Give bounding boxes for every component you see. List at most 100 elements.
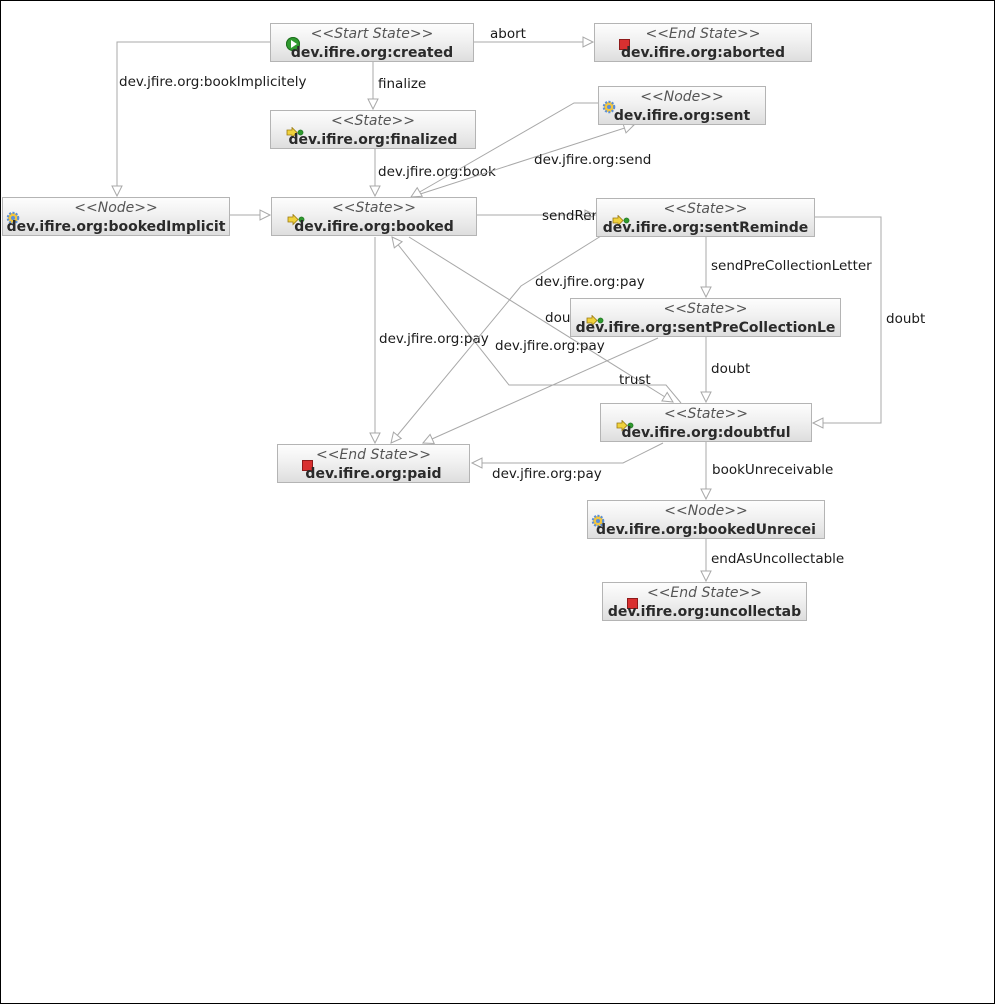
node-aborted[interactable]: <<End State>> dev.ifire.org:aborted: [594, 23, 812, 62]
arrowhead: [584, 209, 597, 221]
transition-sentToBooked[interactable]: [410, 102, 599, 198]
node-uncollectable[interactable]: <<End State>> dev.ifire.org:uncollectab: [602, 582, 807, 621]
node-bookedUnreceivable[interactable]: <<Node>> dev.ifire.org:bookedUnrecei: [587, 500, 825, 539]
start-state-icon: [286, 37, 300, 51]
transition-label[interactable]: dev.jfire.org:pay: [492, 466, 602, 482]
node-finalized[interactable]: <<State>> dev.ifire.org:finalized: [270, 110, 476, 149]
transition-book[interactable]: [369, 149, 381, 198]
transition-label[interactable]: finalize: [378, 76, 426, 92]
arrowhead: [700, 286, 712, 299]
node-name: dev.ifire.org:aborted: [620, 45, 786, 61]
arrowhead: [369, 432, 381, 445]
arrowhead: [470, 457, 483, 469]
arrowhead: [811, 417, 824, 429]
node-stereotype: <<End State>>: [646, 585, 763, 601]
transition-line[interactable]: [472, 442, 664, 464]
arrowhead: [369, 185, 381, 198]
end-state-icon: [620, 40, 629, 49]
arrowhead: [410, 186, 424, 198]
end-state-icon: [628, 599, 637, 608]
node-name: dev.ifire.org:sent: [613, 108, 751, 124]
node-paid[interactable]: <<End State>>dev.ifire.org:paid: [277, 444, 470, 483]
transition-line[interactable]: [410, 102, 599, 198]
node-name: dev.ifire.org:doubtful: [621, 425, 791, 441]
node-sent[interactable]: <<Node>>dev.ifire.org:sent: [598, 86, 766, 125]
node-bookedImplicit[interactable]: <<Node>>dev.ifire.org:bookedImplicit: [2, 197, 230, 236]
transition-line[interactable]: [116, 41, 270, 196]
transition-payFromReminder[interactable]: [390, 235, 602, 444]
node-name: dev.ifire.org:bookedUnrecei: [596, 522, 816, 538]
node-created[interactable]: <<Start State>> dev.ifire.org:created: [270, 23, 474, 62]
transition-line[interactable]: [410, 124, 635, 198]
node-name: dev.ifire.org:finalized: [288, 132, 458, 148]
transition-sendReminder[interactable]: [477, 209, 597, 221]
transition-implicitToBooked[interactable]: [230, 209, 272, 221]
node-name: dev.ifire.org:booked: [294, 219, 454, 235]
transition-finalize[interactable]: [367, 62, 379, 111]
transition-line[interactable]: [408, 236, 674, 403]
arrowhead: [367, 98, 379, 111]
arrowhead: [111, 185, 123, 198]
transition-payFromPreCollection[interactable]: [421, 337, 659, 445]
transition-label[interactable]: sendPreCollectionLetter: [711, 258, 872, 274]
arrowhead: [661, 391, 674, 403]
transition-payFromBooked[interactable]: [369, 237, 381, 445]
transition-label[interactable]: doubt: [711, 361, 750, 377]
transition-sendPreCollectionLetter[interactable]: [700, 237, 712, 299]
transition-label[interactable]: dev.jfire.org:pay: [535, 274, 645, 290]
arrowhead: [700, 391, 712, 404]
transition-line[interactable]: [422, 337, 659, 444]
node-sentPreCollection[interactable]: <<State>> dev.ifire.org:sentPreCollection…: [570, 298, 841, 337]
state-arrow-icon: [616, 417, 634, 432]
transition-bookImplicitely[interactable]: [111, 41, 270, 198]
node-name: dev.ifire.org:uncollectab: [607, 604, 802, 620]
transition-line[interactable]: [813, 216, 882, 424]
transition-label[interactable]: dev.jfire.org:send: [534, 152, 651, 168]
transition-doubtFromPreCollection[interactable]: [700, 337, 712, 404]
transition-bookUnreceivable[interactable]: [700, 442, 712, 501]
node-name: dev.ifire.org:bookedImplicit: [6, 219, 226, 235]
transition-line[interactable]: [390, 235, 602, 444]
arrowhead: [391, 236, 404, 249]
node-stereotype: <<Start State>>: [310, 26, 434, 42]
node-doubtful[interactable]: <<State>>dev.ifire.org:doubtful: [600, 403, 812, 442]
node-name: dev.ifire.org:paid: [305, 466, 442, 482]
node-name: dev.ifire.org:sentPreCollectionLe: [575, 320, 836, 336]
node-stereotype: <<State>>: [331, 113, 415, 129]
node-stereotype: <<End State>>: [645, 26, 761, 42]
transition-label[interactable]: doubt: [886, 311, 925, 327]
transition-label[interactable]: dev.jfire.org:pay: [495, 338, 605, 354]
node-booked[interactable]: <<State>>dev.ifire.org:booked: [271, 197, 477, 236]
arrowhead: [390, 431, 403, 444]
node-sentReminder[interactable]: <<State>>dev.ifire.org:sentReminde: [596, 198, 815, 237]
transition-label[interactable]: endAsUncollectable: [711, 551, 844, 567]
arrowhead: [700, 488, 712, 501]
transition-label[interactable]: dev.jfire.org:book: [378, 164, 496, 180]
node-stereotype: <<State>>: [663, 201, 748, 217]
arrowhead: [700, 570, 712, 583]
transition-line[interactable]: [391, 236, 682, 404]
transition-label[interactable]: abort: [490, 26, 526, 42]
transition-label[interactable]: dev.jfire.org:bookImplicitely: [119, 74, 307, 90]
end-state-icon: [303, 461, 312, 470]
node-stereotype: <<State>>: [663, 301, 748, 317]
transition-endAsUncollectable[interactable]: [700, 539, 712, 583]
transition-trust[interactable]: [391, 236, 682, 404]
transition-label[interactable]: dev.jfire.org:pay: [379, 331, 489, 347]
node-name: dev.ifire.org:created: [290, 45, 454, 61]
node-stereotype: <<Node>>: [664, 503, 748, 519]
arrowhead: [421, 433, 435, 445]
transition-doubtFromBooked[interactable]: [408, 236, 674, 403]
transition-abort[interactable]: [474, 36, 595, 48]
arrowhead: [582, 36, 595, 48]
transition-label[interactable]: trust: [619, 372, 651, 388]
arrowhead: [259, 209, 272, 221]
gear-node-icon: [591, 513, 605, 528]
transition-doubtFromReminder[interactable]: [811, 216, 882, 429]
transition-payFromDoubtful[interactable]: [470, 442, 664, 469]
transition-label[interactable]: bookUnreceivable: [712, 462, 833, 478]
state-arrow-icon: [612, 212, 630, 227]
gear-node-icon: [602, 99, 616, 114]
